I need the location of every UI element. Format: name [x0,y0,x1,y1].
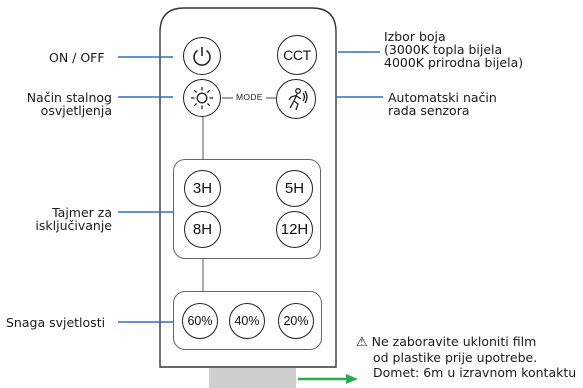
constant-light-button[interactable] [183,79,221,117]
film-note-line-3: Domet: 6m u izravnom kontaktu [373,365,577,380]
power-40-button[interactable]: 40% [229,303,265,339]
label-timer-line-2: isključivanje [35,218,112,233]
green-arrow-icon [298,374,358,384]
label-auto-mode-line-2: rada senzora [388,103,470,118]
power-20-label: 20% [283,314,309,328]
timer-3h-label: 3H [192,180,213,197]
power-40-label: 40% [234,314,260,328]
label-on-off: ON / OFF [49,50,105,65]
label-color-choice: Izbor boja (3000K topla bijela 4000K pri… [384,30,523,69]
power-20-button[interactable]: 20% [278,303,314,339]
timer-3h-button[interactable]: 3H [184,170,221,207]
film-note-line-2: od plastike prije upotrebe. [373,350,538,365]
power-button[interactable] [183,37,221,75]
motion-sensor-icon [288,88,308,111]
film-note: ⚠ Ne zaboravite ukloniti film od plastik… [356,334,576,380]
label-constant-light: Način stalnog osvjetljenja [0,91,112,117]
label-auto-mode: Automatski način rada senzora [388,91,497,117]
label-constant-light-line-1: Način stalnog [26,90,112,105]
film-note-line-1: ⚠ Ne zaboravite ukloniti film [356,334,576,350]
timer-8h-label: 8H [192,221,213,238]
timer-12h-button[interactable]: 12H [276,211,313,248]
cct-label: CCT [283,47,311,63]
label-color-choice-line-1: Izbor boja [384,29,446,44]
label-color-choice-line-2: (3000K topla bijela [384,42,503,57]
label-timer: Tajmer za isključivanje [0,206,112,232]
label-constant-light-line-2: osvjetljenja [40,103,112,118]
label-color-choice-line-3: 4000K prirodna bijela) [384,55,524,70]
timer-group [173,159,321,259]
sensor-mode-button[interactable] [276,79,316,119]
timer-12h-label: 12H [280,221,309,238]
warning-icon: ⚠ [356,335,368,350]
power-icon [193,47,211,66]
power-group [173,291,322,350]
sun-icon [191,87,213,109]
label-power: Snaga svjetlosti [6,315,106,330]
timer-5h-button[interactable]: 5H [276,170,313,207]
label-auto-mode-line-1: Automatski način [388,90,497,105]
timer-5h-label: 5H [284,180,305,197]
plastic-film-tab [209,368,296,388]
film-note-text-1: Ne zaboravite ukloniti film [371,334,537,349]
mode-label: MODE [233,92,266,102]
cct-button[interactable]: CCT [277,35,317,75]
label-timer-line-1: Tajmer za [52,205,112,220]
timer-8h-button[interactable]: 8H [184,211,221,248]
power-60-label: 60% [187,314,213,328]
power-60-button[interactable]: 60% [182,303,218,339]
